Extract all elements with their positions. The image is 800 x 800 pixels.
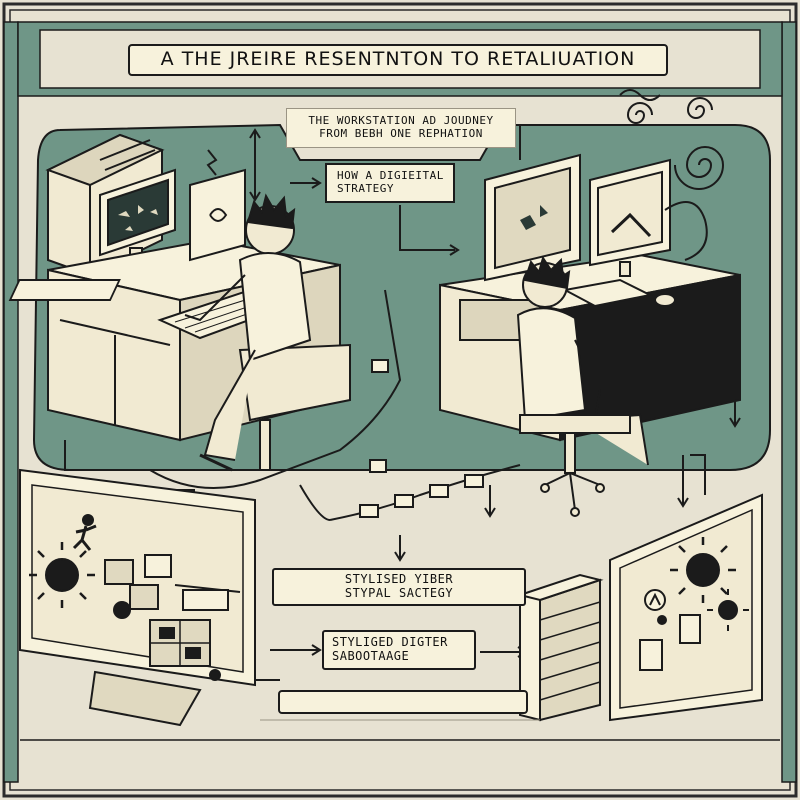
strategy-label-line2: STRATEGY bbox=[337, 182, 394, 195]
journey-label: THE WORKSTATION AD JOUDNEY FROM BEBH ONE… bbox=[286, 108, 516, 148]
cyber-strategy-label: STYLISED YIBER STYPAL SACTEGY bbox=[272, 568, 526, 606]
server-stack-icon bbox=[516, 573, 604, 722]
running-figure-icon bbox=[72, 514, 97, 551]
cyber-label-line2: STYPAL SACTEGY bbox=[344, 586, 454, 600]
left-workstation bbox=[8, 133, 351, 472]
sabotage-label-line1: STYLIGED DIGTER bbox=[332, 635, 448, 650]
malware-monitor-left bbox=[19, 468, 256, 727]
journey-label-line1: THE WORKSTATION AD JOUDNEY bbox=[308, 114, 494, 128]
strategy-label: HOW A DIGIEITAL STRATEGY bbox=[325, 163, 455, 203]
sabotage-label-line2: SABOOTAAGE bbox=[332, 649, 410, 663]
malware-monitor-right bbox=[516, 493, 763, 722]
empty-caption-box bbox=[278, 690, 528, 714]
cyber-label-line1: STYLISED YIBER bbox=[344, 572, 454, 587]
sabotage-label: STYLIGED DIGTER SABOOTAAGE bbox=[322, 630, 476, 670]
left-panel-bar bbox=[3, 21, 19, 783]
virus-icon bbox=[29, 542, 95, 608]
right-workstation bbox=[439, 153, 741, 517]
virus-icon-right bbox=[670, 537, 749, 631]
journey-label-line2: FROM BEBH ONE REPHATION bbox=[319, 127, 483, 140]
title-text: A THE JREIRE RESENTNTON TO RETALIUATION bbox=[160, 48, 636, 71]
flow-arrows bbox=[206, 125, 741, 428]
spiral-decoration bbox=[619, 89, 725, 190]
right-panel-bar bbox=[781, 21, 797, 783]
strategy-label-line1: HOW A DIGIEITAL bbox=[337, 169, 444, 183]
page-title: A THE JREIRE RESENTNTON TO RETALIUATION bbox=[128, 44, 668, 76]
